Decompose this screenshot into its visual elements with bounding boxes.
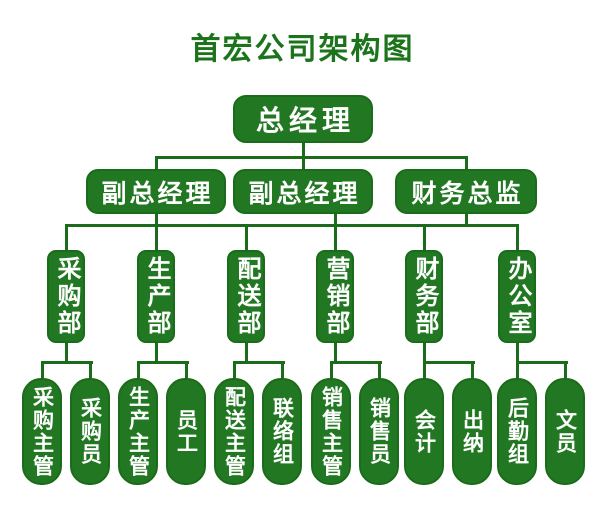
distribution-supervisor-node: 配送主管 <box>214 378 254 485</box>
purchasing-supervisor-label: 采购主管 <box>30 385 54 478</box>
connector-line <box>155 156 467 159</box>
deputy-gm-2-node: 副总经理 <box>233 169 373 214</box>
connector-line <box>155 156 158 169</box>
distribution-dept-node: 配送部 <box>227 250 265 343</box>
connector-line <box>516 224 519 250</box>
deputy-gm-1-label: 副总经理 <box>101 179 214 208</box>
purchasing-supervisor-node: 采购主管 <box>22 378 62 485</box>
purchasing-dept-label: 采购部 <box>53 256 80 337</box>
logistics-group-label: 后勤组 <box>505 397 529 466</box>
finance-director-node: 财务总监 <box>395 169 537 214</box>
cashier-label: 出纳 <box>460 408 484 455</box>
connector-line <box>233 361 236 378</box>
purchasing-dept-node: 采购部 <box>47 250 85 343</box>
cashier-node: 出纳 <box>452 378 492 485</box>
marketing-dept-node: 营销部 <box>316 250 354 343</box>
production-dept-label: 生产部 <box>143 256 170 337</box>
connector-line <box>281 361 284 378</box>
connector-line <box>334 343 337 363</box>
connector-line <box>137 361 189 364</box>
finance-director-label: 财务总监 <box>411 179 524 208</box>
connector-line <box>155 214 158 250</box>
connector-line <box>378 361 381 378</box>
logistics-group-node: 后勤组 <box>497 378 537 485</box>
connector-line <box>334 214 337 250</box>
worker-node: 员工 <box>166 378 206 485</box>
finance-dept-node: 财务部 <box>405 250 443 343</box>
deputy-gm-2-label: 副总经理 <box>248 179 361 208</box>
page-title: 首宏公司架构图 <box>190 33 415 66</box>
liaison-group-label: 联络组 <box>270 397 294 466</box>
salesperson-node: 销售员 <box>359 378 399 485</box>
accountant-node: 会计 <box>404 378 444 485</box>
clerk-label: 文员 <box>553 408 577 455</box>
connector-line <box>41 361 93 364</box>
connector-line <box>330 361 382 364</box>
office-dept-node: 办公室 <box>498 250 536 343</box>
connector-line <box>423 224 426 250</box>
sales-supervisor-node: 销售主管 <box>311 378 351 485</box>
connector-line <box>137 361 140 378</box>
distribution-dept-label: 配送部 <box>233 256 260 337</box>
connector-line <box>185 361 188 378</box>
accountant-label: 会计 <box>412 408 436 455</box>
deputy-gm-1-node: 副总经理 <box>86 169 226 214</box>
connector-line <box>471 361 474 378</box>
connector-line <box>65 224 519 227</box>
clerk-node: 文员 <box>545 378 585 485</box>
sales-supervisor-label: 销售主管 <box>319 385 343 478</box>
connector-line <box>233 361 285 364</box>
connector-line <box>65 224 68 250</box>
connector-line <box>155 343 158 363</box>
connector-line <box>564 361 567 378</box>
distribution-supervisor-label: 配送主管 <box>222 385 246 478</box>
connector-line <box>465 156 468 169</box>
general-manager-node: 总经理 <box>233 95 373 143</box>
production-dept-node: 生产部 <box>137 250 175 343</box>
liaison-group-node: 联络组 <box>262 378 302 485</box>
worker-label: 员工 <box>174 408 198 455</box>
connector-line <box>423 361 475 364</box>
salesperson-label: 销售员 <box>367 397 391 466</box>
connector-line <box>89 361 92 378</box>
marketing-dept-label: 营销部 <box>322 256 349 337</box>
connector-line <box>330 361 333 378</box>
connector-line <box>465 214 468 226</box>
purchaser-label: 采购员 <box>78 397 102 466</box>
production-supervisor-node: 生产主管 <box>118 378 158 485</box>
connector-line <box>516 343 519 378</box>
connector-line <box>41 361 44 378</box>
connector-line <box>423 343 426 378</box>
connector-line <box>245 343 248 363</box>
general-manager-label: 总经理 <box>255 105 355 136</box>
production-supervisor-label: 生产主管 <box>126 385 150 478</box>
connector-line <box>65 343 68 363</box>
connector-line <box>245 224 248 250</box>
connector-line <box>516 361 568 364</box>
finance-dept-label: 财务部 <box>411 256 438 337</box>
office-dept-label: 办公室 <box>504 256 531 337</box>
purchaser-node: 采购员 <box>70 378 110 485</box>
